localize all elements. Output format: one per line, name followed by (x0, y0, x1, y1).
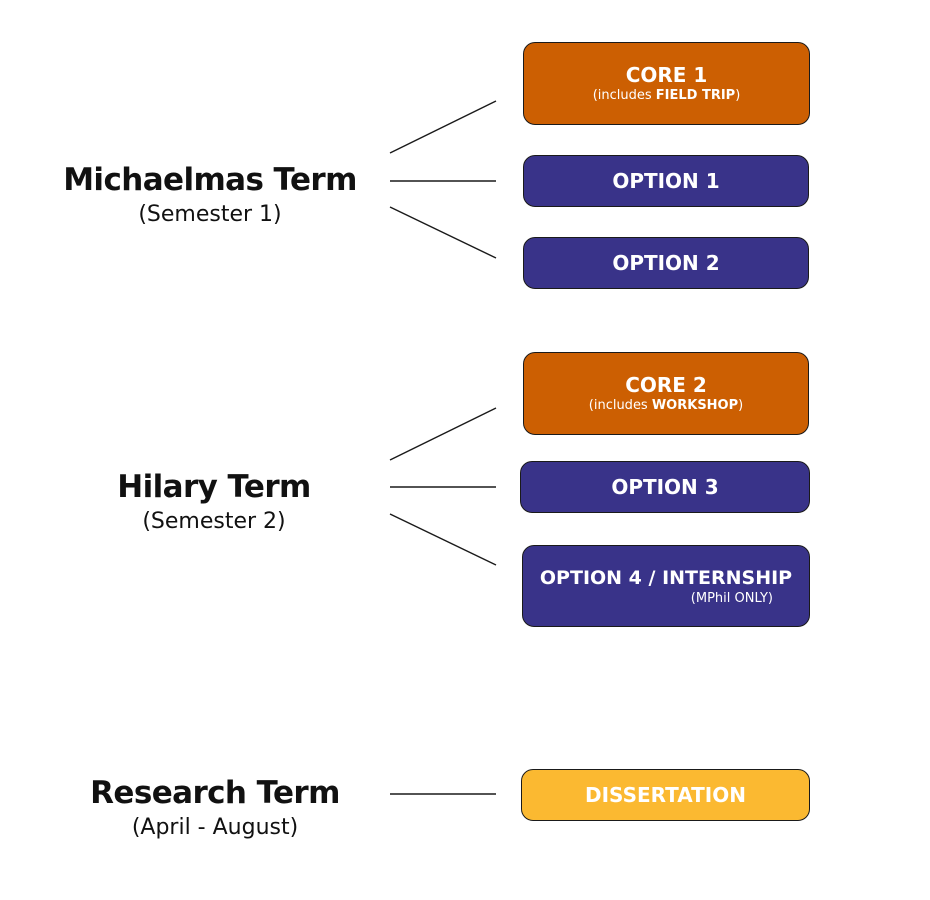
term-period: (Semester 1) (138, 202, 282, 227)
module-note: (MPhil ONLY) (690, 590, 773, 606)
module-dissertation[interactable]: DISSERTATION (521, 769, 810, 821)
term-name: Michaelmas Term (63, 162, 357, 198)
module-note: (includes WORKSHOP) (588, 398, 744, 413)
term-hilary: Hilary Term (Semester 2) (64, 468, 364, 538)
module-label: OPTION 3 (611, 475, 719, 499)
connector-hilary-core2 (389, 407, 497, 461)
connector-hilary-option4 (389, 513, 497, 566)
module-core2[interactable]: CORE 2 (includes WORKSHOP) (523, 352, 809, 435)
term-period: (April - August) (131, 815, 299, 840)
module-label: CORE 2 (625, 373, 707, 397)
term-research: Research Term (April - August) (65, 774, 365, 844)
module-label: DISSERTATION (585, 783, 746, 807)
module-label: OPTION 2 (612, 251, 720, 275)
module-label: OPTION 1 (612, 169, 720, 193)
term-michaelmas: Michaelmas Term (Semester 1) (60, 161, 360, 231)
module-label: OPTION 4 / INTERNSHIP (539, 566, 793, 589)
term-period: (Semester 2) (142, 509, 286, 534)
module-note: (includes FIELD TRIP) (592, 88, 741, 103)
module-option1[interactable]: OPTION 1 (523, 155, 809, 207)
connector-michaelmas-option2 (389, 206, 497, 259)
module-label: CORE 1 (625, 63, 708, 87)
connector-michaelmas-core1 (389, 100, 497, 154)
module-option3[interactable]: OPTION 3 (520, 461, 810, 513)
term-name: Hilary Term (117, 469, 311, 505)
term-name: Research Term (90, 775, 340, 811)
module-core1[interactable]: CORE 1 (includes FIELD TRIP) (523, 42, 810, 125)
module-option2[interactable]: OPTION 2 (523, 237, 809, 289)
module-option4-internship[interactable]: OPTION 4 / INTERNSHIP (MPhil ONLY) (522, 545, 810, 627)
